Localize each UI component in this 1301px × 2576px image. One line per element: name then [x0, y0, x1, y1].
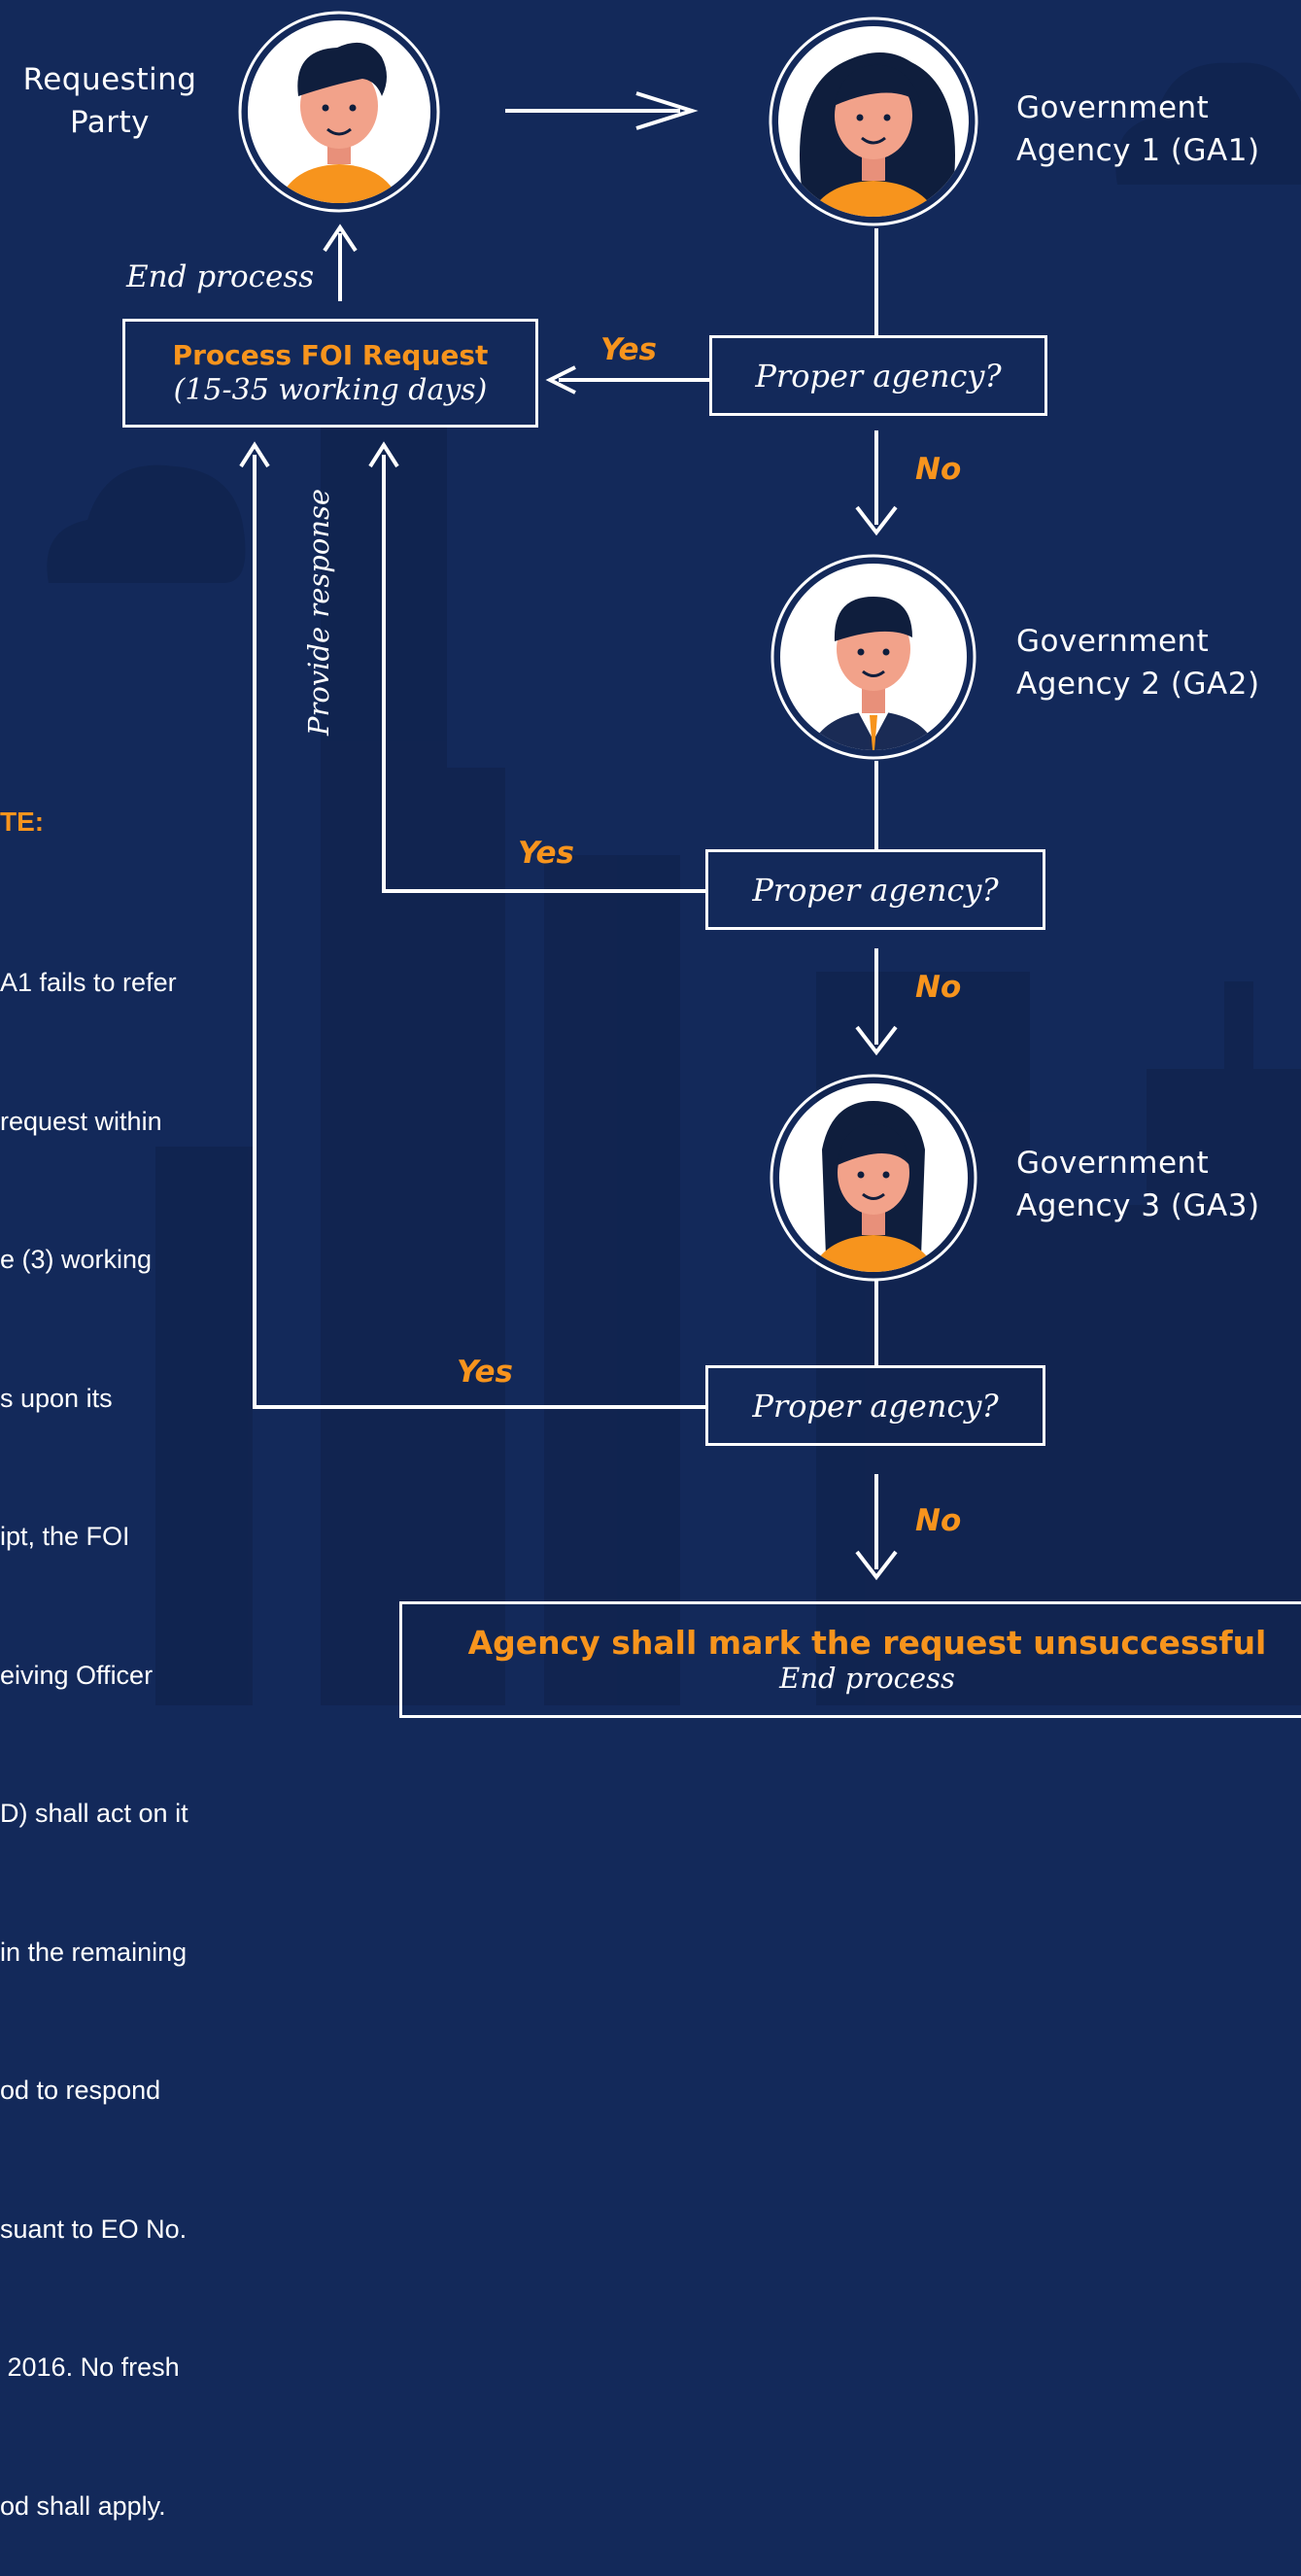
note-heading: TE: [0, 807, 45, 837]
background-skyline [0, 0, 1301, 1705]
ga2-label: Government Agency 2 (GA2) [1016, 624, 1260, 702]
arrow-q3-yes-head [239, 441, 270, 468]
note-line: s upon its [0, 1383, 113, 1413]
note-line: request within [0, 1106, 162, 1136]
arrow-rp-to-ga1-head [635, 91, 699, 130]
no-label-2: No [915, 970, 962, 1005]
yes-label-1: Yes [600, 332, 657, 367]
note-line: e (3) working [0, 1245, 153, 1274]
note-body: A1 fails to refer request within e (3) w… [0, 868, 233, 2576]
note-line: eiving Officer [0, 1660, 154, 1690]
decision-q3: Proper agency? [705, 1365, 1045, 1446]
ga1-avatar [769, 17, 978, 226]
note-line: suant to EO No. [0, 2214, 188, 2244]
note-line: in the remaining [0, 1937, 188, 1967]
arrow-q1-yes-head [545, 365, 576, 395]
yes-label-3: Yes [457, 1355, 513, 1390]
note-line: 2016. No fresh [0, 2353, 180, 2382]
ga1-label: Government Agency 1 (GA1) [1016, 90, 1260, 168]
line-q2-yes [382, 455, 705, 893]
no-label-1: No [915, 452, 962, 487]
yes-label-2: Yes [518, 836, 574, 871]
process-foi-box: Process FOI Request (15-35 working days) [122, 319, 538, 428]
ga3-label: Government Agency 3 (GA3) [1016, 1146, 1260, 1223]
note-line: ipt, the FOI [0, 1522, 130, 1551]
flow-connectors [239, 91, 898, 1581]
ga3-avatar [770, 1074, 977, 1282]
no-label-3: No [915, 1503, 962, 1538]
provide-response-label: Provide response [302, 488, 335, 737]
process-foi-subtitle: (15-35 working days) [173, 373, 488, 407]
note-line: od to respond [0, 2076, 161, 2105]
arrow-q1-no-head [855, 505, 898, 536]
decision-q1-text: Proper agency? [755, 357, 1002, 395]
requesting-party-avatar [238, 11, 440, 213]
arrow-q3-no-head [855, 1550, 898, 1581]
arrow-q2-no-head [855, 1025, 898, 1056]
decision-q2: Proper agency? [705, 849, 1045, 930]
end-process-label: End process [126, 259, 315, 294]
note-line: od shall apply. [0, 2490, 166, 2521]
requesting-party-label: Requesting Party [22, 62, 197, 140]
final-outcome-title: Agency shall mark the request unsuccessf… [467, 1624, 1267, 1662]
decision-q1: Proper agency? [709, 335, 1047, 416]
arrow-q2-yes-head [368, 441, 399, 468]
decision-q3-text: Proper agency? [752, 1387, 999, 1425]
note-line: D) shall act on it [0, 1799, 188, 1828]
ga2-avatar [770, 554, 976, 760]
final-outcome-subtitle: End process [779, 1662, 955, 1695]
final-outcome-box: Agency shall mark the request unsuccessf… [399, 1601, 1301, 1718]
arrow-end-process-head [323, 223, 358, 253]
line-q3-yes [253, 455, 707, 1409]
decision-q2-text: Proper agency? [752, 871, 999, 909]
note-line: A1 fails to refer [0, 968, 177, 997]
process-foi-title: Process FOI Request [172, 339, 489, 371]
